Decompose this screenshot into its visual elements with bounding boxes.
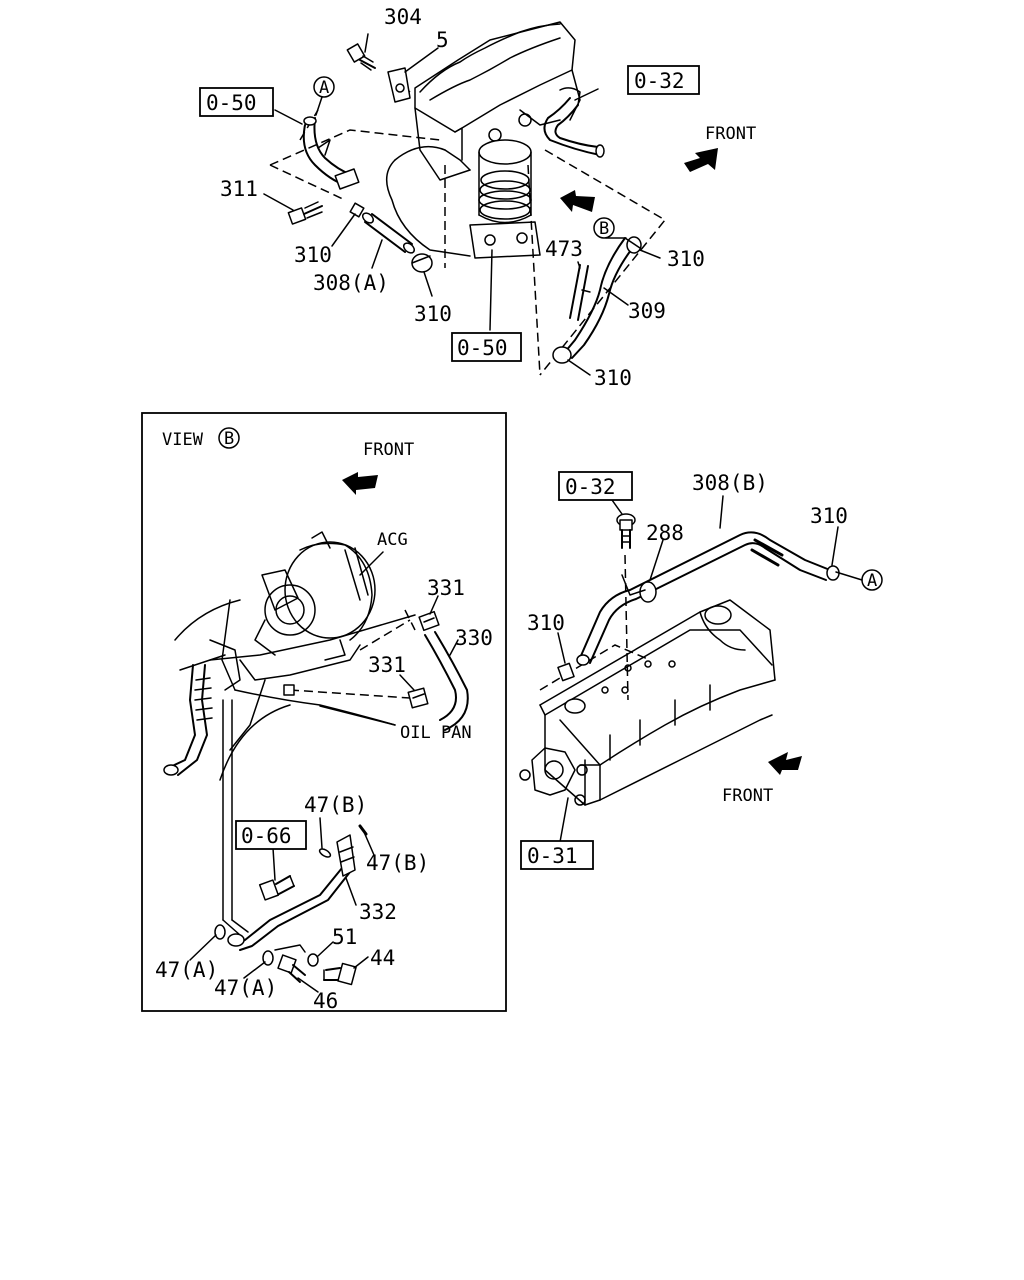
oil-pan-label: OIL PAN (400, 723, 472, 743)
engine-top-view (263, 21, 718, 376)
front-arrow-view-b (342, 472, 378, 495)
callout-44: 44 (370, 946, 395, 970)
marker-a-circle (313, 76, 335, 98)
marker-b: B (599, 219, 609, 239)
acg-label: ACG (377, 530, 408, 550)
leader-331-lower (399, 674, 415, 691)
leader-47a-2 (243, 961, 266, 979)
callout-308a: 308(A) (313, 271, 389, 295)
view-b-marker-circle (218, 427, 240, 449)
callout-473: 473 (545, 237, 583, 261)
ref-box-0-50-top (199, 87, 274, 117)
bolt-0-32 (616, 513, 636, 549)
callout-47a-2: 47(A) (214, 976, 277, 1000)
callout-46: 46 (313, 989, 338, 1013)
ref-0-50-top: 0-50 (206, 91, 257, 115)
ref-box-0-66 (235, 820, 307, 850)
view-b-panel (141, 412, 507, 1012)
callout-51: 51 (332, 925, 357, 949)
leader-44 (353, 956, 369, 969)
leader-47a-1 (189, 934, 217, 961)
callout-330: 330 (455, 626, 493, 650)
leader-330 (449, 639, 459, 656)
ref-box-0-31 (520, 840, 594, 870)
callout-332: 332 (359, 900, 397, 924)
ref-box-0-50-bottom (451, 332, 522, 362)
marker-a-right-circle (861, 569, 883, 591)
leader-oil-pan (319, 705, 396, 726)
callout-310-left: 310 (294, 243, 332, 267)
view-b-title: VIEW (162, 430, 204, 450)
marker-b-circle (593, 217, 615, 239)
callout-310-right: 310 (667, 247, 705, 271)
callout-47a-1: 47(A) (155, 958, 218, 982)
marker-a: A (319, 78, 329, 98)
bracket-5 (387, 67, 411, 103)
leader-46 (297, 977, 319, 993)
callout-5: 5 (436, 28, 449, 52)
callout-47b-1: 47(B) (304, 793, 367, 817)
callout-311: 311 (220, 177, 258, 201)
clamp-310 (411, 253, 433, 273)
callout-308b: 308(B) (692, 471, 768, 495)
leader-51 (317, 941, 334, 957)
front-label-right: FRONT (722, 786, 773, 806)
callout-304: 304 (384, 5, 422, 29)
oil-filter (469, 139, 541, 259)
leader-47b-2 (363, 831, 375, 856)
front-label-top: FRONT (705, 124, 756, 144)
hose-309 (552, 236, 642, 364)
breather-diagram (519, 495, 863, 843)
callout-331-upper: 331 (427, 576, 465, 600)
callout-310-bottom: 310 (594, 366, 632, 390)
ref-box-0-32-top (627, 65, 700, 95)
callout-309: 309 (628, 299, 666, 323)
bolt-304 (346, 43, 376, 71)
ref-box-0-32-right (558, 471, 633, 501)
callout-310-mid: 310 (414, 302, 452, 326)
view-b-marker: B (224, 429, 234, 449)
leader-0-66 (272, 847, 276, 881)
callout-47b-2: 47(B) (366, 851, 429, 875)
callout-310-right-left: 310 (527, 611, 565, 635)
ref-0-50-bottom: 0-50 (457, 336, 508, 360)
front-label-view-b: FRONT (363, 440, 414, 460)
ref-0-31: 0-31 (527, 844, 578, 868)
callout-331-lower: 331 (368, 653, 406, 677)
leader-331-upper (429, 595, 439, 615)
callout-288: 288 (646, 521, 684, 545)
leader-47b-1 (319, 817, 323, 849)
callout-310-right-top: 310 (810, 504, 848, 528)
hose-308a (361, 212, 416, 254)
leader-332 (345, 877, 357, 906)
ref-0-32-right: 0-32 (565, 475, 616, 499)
bolt-311 (287, 201, 323, 225)
ref-0-66: 0-66 (241, 824, 292, 848)
marker-a-right: A (867, 571, 877, 591)
pipe-473 (569, 264, 591, 321)
view-b-drawing (163, 531, 469, 986)
clip-288 (621, 574, 657, 603)
leader-acg (359, 551, 384, 576)
ref-0-32-top: 0-32 (634, 69, 685, 93)
